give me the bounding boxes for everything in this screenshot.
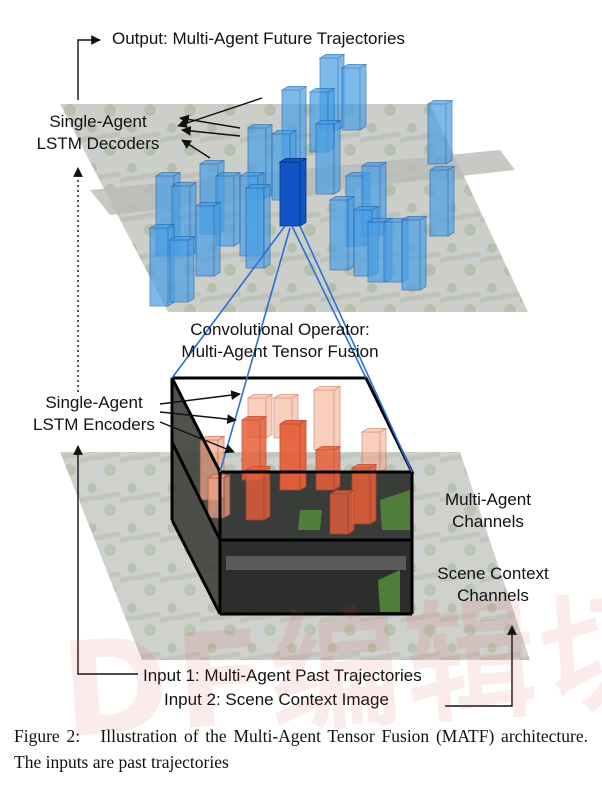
input1-label: Input 1: Multi-Agent Past Trajectories bbox=[143, 666, 422, 685]
figure-caption: Figure 2: Illustration of the Multi-Agen… bbox=[14, 723, 588, 775]
decoder-bars bbox=[148, 53, 456, 307]
encoder-bar bbox=[312, 385, 342, 451]
decoder-bar bbox=[168, 235, 196, 303]
scene-context-channels-label-line1: Scene Context bbox=[437, 564, 549, 583]
green-patch-a bbox=[298, 510, 322, 530]
caption-text: Illustration of the Multi-Agent Tensor F… bbox=[14, 726, 589, 772]
encoder-bar bbox=[314, 445, 342, 491]
input2-label: Input 2: Scene Context Image bbox=[164, 690, 389, 709]
fusion-projection-lines bbox=[171, 225, 413, 473]
multi-agent-channels-label-line1: Multi-Agent bbox=[445, 490, 531, 509]
road-highlight bbox=[226, 556, 406, 570]
decoder-bar bbox=[314, 119, 342, 195]
tensor-side bbox=[172, 378, 220, 614]
conv-operator-label-line1: Convolutional Operator: bbox=[190, 320, 370, 339]
decoder-bar bbox=[244, 183, 272, 269]
decoder-bar bbox=[194, 201, 222, 277]
encoder-bar bbox=[240, 415, 268, 481]
encoder-bar bbox=[350, 463, 378, 525]
encoders-label-line1: Single-Agent bbox=[45, 393, 143, 412]
decoder-bar bbox=[340, 63, 368, 131]
multi-agent-channels-label-line2: Channels bbox=[452, 512, 524, 531]
decoder-bar bbox=[428, 165, 456, 237]
encoder-bars bbox=[198, 385, 388, 535]
matf-diagram bbox=[60, 35, 530, 707]
decoder-bar bbox=[400, 215, 428, 291]
decoders-label-line2: LSTM Decoders bbox=[36, 134, 160, 153]
decoder-bar bbox=[426, 99, 454, 165]
green-patch-b bbox=[380, 490, 410, 530]
output-label: Output: Multi-Agent Future Trajectories bbox=[112, 29, 405, 48]
scene-context-channels-label-line2: Channels bbox=[457, 586, 529, 605]
decoders-label-line1: Single-Agent bbox=[49, 112, 147, 131]
green-patch-c bbox=[378, 570, 400, 612]
arrows bbox=[73, 35, 517, 707]
encoder-bar bbox=[328, 489, 356, 535]
decoder-bar-highlight bbox=[278, 157, 308, 227]
conv-operator-label-line2: Multi-Agent Tensor Fusion bbox=[181, 342, 379, 361]
encoder-bar bbox=[278, 419, 308, 491]
caption-figure-number: Figure 2: bbox=[14, 726, 81, 746]
encoder-bar bbox=[244, 465, 272, 521]
decoder-bar bbox=[328, 195, 356, 271]
encoders-label-line2: LSTM Encoders bbox=[33, 415, 155, 434]
